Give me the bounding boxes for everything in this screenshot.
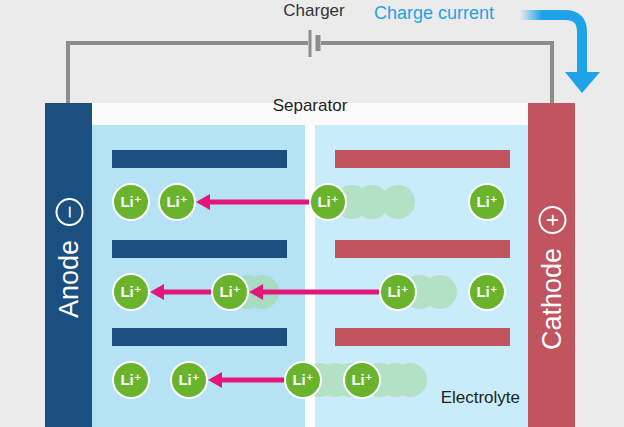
electrolyte (310, 125, 528, 427)
ion-label: Li⁺ (219, 283, 240, 301)
ion-label: Li⁺ (476, 193, 497, 211)
ion-label: Li⁺ (120, 371, 141, 389)
lithium-ion: Li⁺ (112, 361, 150, 399)
ion-flow-arrow (150, 284, 211, 300)
separator-label: Separator (273, 96, 348, 116)
battery-symbol (309, 30, 312, 57)
lithium-ion: Li⁺ (309, 183, 347, 221)
ion-label: Li⁺ (317, 193, 338, 211)
current-arrowhead (565, 72, 600, 93)
anode-plate (112, 240, 287, 258)
ion-label: Li⁺ (292, 371, 313, 389)
electrolyte-label: Electrolyte (441, 388, 520, 408)
wire (68, 43, 308, 103)
lithium-ion: Li⁺ (211, 273, 249, 311)
current-arrow (520, 15, 582, 72)
lithium-ion: Li⁺ (284, 361, 322, 399)
ion-label: Li⁺ (120, 283, 141, 301)
ion-label: Li⁺ (178, 371, 199, 389)
lithium-ion: Li⁺ (379, 273, 417, 311)
electrode-name: Anode (53, 240, 84, 318)
lithium-ion: Li⁺ (158, 183, 196, 221)
lithium-ion: Li⁺ (343, 361, 381, 399)
lithium-ion: Li⁺ (468, 183, 506, 221)
cathode-plate (335, 240, 510, 258)
battery-symbol (316, 35, 321, 51)
ion-flow-arrow (249, 284, 379, 300)
polarity-symbol: − (55, 198, 83, 226)
anode-plate (112, 150, 287, 168)
electrode-label-group: Anode − (53, 198, 84, 318)
wire (321, 43, 552, 103)
ion-flow-arrow (208, 372, 284, 388)
cathode-bar: Cathode + (528, 103, 575, 427)
anode-plate (112, 328, 287, 346)
ion-label: Li⁺ (166, 193, 187, 211)
lithium-ion: Li⁺ (468, 273, 506, 311)
ion-label: Li⁺ (387, 283, 408, 301)
current-label: Charge current (374, 3, 494, 24)
cathode-plate (335, 328, 510, 346)
anode-bar: Anode − (45, 103, 92, 427)
ion-label: Li⁺ (120, 193, 141, 211)
ion-flow-arrow (196, 194, 309, 210)
ion-label: Li⁺ (476, 283, 497, 301)
electrolyte (92, 125, 310, 427)
lithium-ion: Li⁺ (112, 273, 150, 311)
polarity-symbol: + (538, 206, 566, 234)
electrode-label-group: Cathode + (536, 206, 567, 350)
lithium-ion: Li⁺ (112, 183, 150, 221)
lithium-ion: Li⁺ (170, 361, 208, 399)
charger-label: Charger (283, 1, 344, 21)
cathode-plate (335, 150, 510, 168)
motion-trail (231, 185, 457, 397)
ion-label: Li⁺ (351, 371, 372, 389)
electrode-name: Cathode (536, 248, 567, 350)
